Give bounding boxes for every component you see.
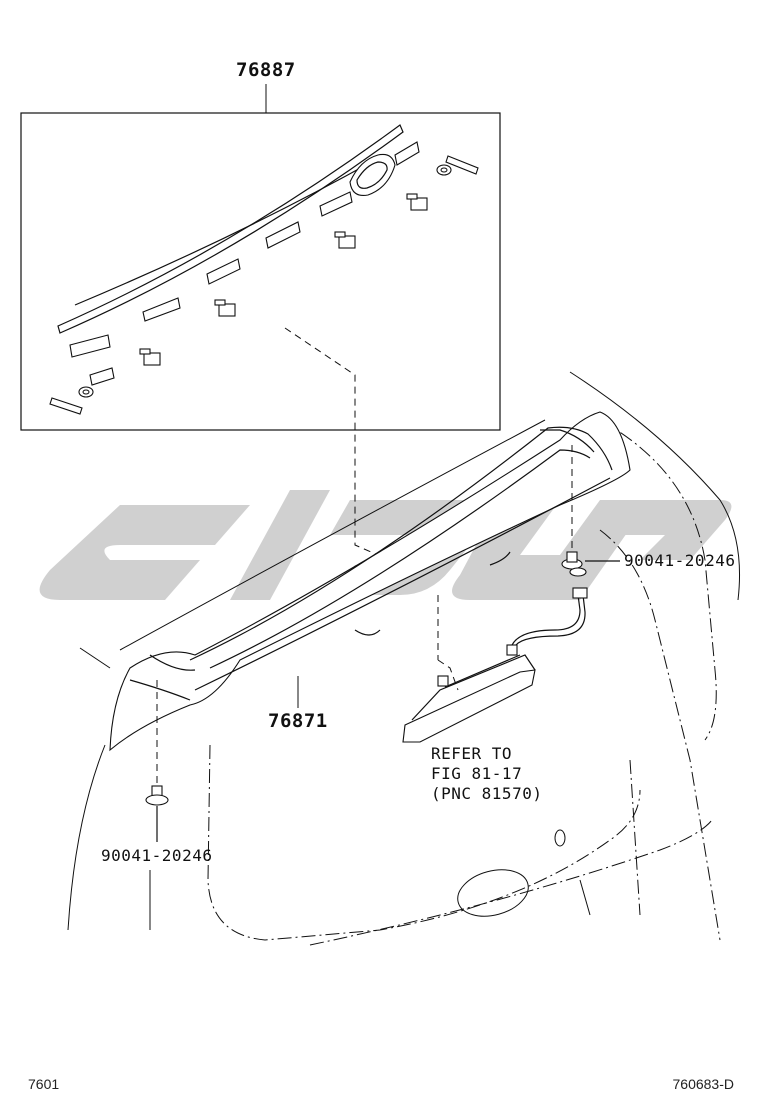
stop-lamp — [402, 587, 588, 743]
kit-clips — [139, 193, 428, 366]
kit-lamp-bezel — [349, 153, 396, 197]
spoiler-part-number: 76871 — [268, 710, 328, 732]
kit-part-number: 76887 — [236, 59, 296, 81]
right-clip-part-number: 90041-20246 — [624, 551, 735, 570]
page-code: 7601 — [28, 1076, 60, 1092]
kit-tape-strips — [49, 141, 479, 415]
right-clip — [561, 445, 620, 577]
refer-line-1: REFER TO — [431, 744, 512, 763]
kit-grommets — [78, 164, 452, 398]
refer-line-2: FIG 81-17 — [431, 764, 522, 783]
spoiler-assembly — [109, 411, 631, 752]
door-outline — [67, 371, 740, 946]
left-clip — [145, 680, 169, 842]
kit-molding-strip — [57, 124, 404, 334]
kit-box — [20, 112, 501, 431]
refer-line-3: (PNC 81570) — [431, 784, 542, 803]
illustration-code: 760683-D — [672, 1076, 735, 1092]
left-clip-part-number: 90041-20246 — [101, 846, 212, 865]
